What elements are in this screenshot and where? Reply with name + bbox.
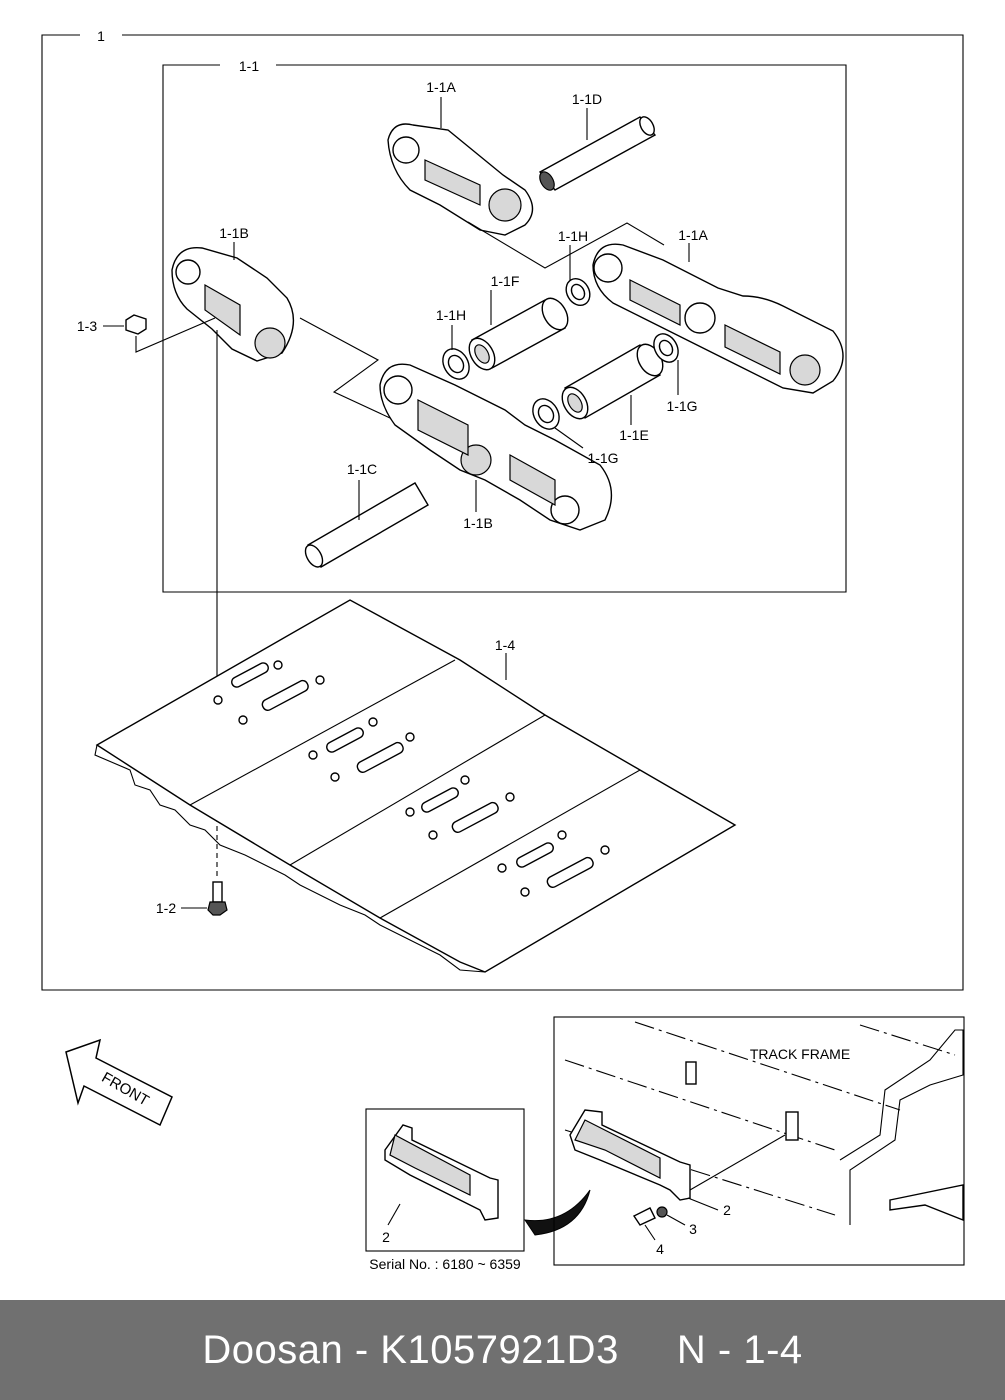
pin-1-1c: 1-1C [304, 461, 429, 568]
track-shoes-1-4: 1-4 [94, 599, 737, 973]
footer-separator: - [354, 1327, 369, 1372]
link-1-1b-left: 1-1B [171, 225, 295, 362]
footer-page: N - 1-4 [676, 1327, 803, 1372]
label-1-3: 1-3 [77, 318, 97, 334]
front-arrow-icon: FRONT [65, 1038, 173, 1127]
parts-diagram: 1 1-1 1-1A 1-1D 1-1A 1- [41, 28, 965, 1272]
label-1-4: 1-4 [495, 637, 515, 653]
label-1-1g-mid: 1-1G [587, 450, 618, 466]
label-washer: 3 [689, 1221, 697, 1237]
seal-1-1g-mid: 1-1G [532, 398, 619, 466]
track-frame-label: TRACK FRAME [750, 1046, 850, 1062]
seal-1-1h-top: 1-1H [558, 228, 591, 307]
label-1-1a-top: 1-1A [426, 79, 456, 95]
seal-1-1g-right: 1-1G [653, 333, 698, 414]
bushing-1-1e: 1-1E [561, 343, 664, 443]
track-frame-detail: TRACK FRAME 2 3 4 [553, 1016, 965, 1266]
label-1-1: 1-1 [239, 58, 259, 74]
label-1-1d: 1-1D [572, 91, 602, 107]
label-1-1h-left: 1-1H [436, 307, 466, 323]
label-1-1a-right: 1-1A [678, 227, 708, 243]
guard-inset-box: 2 Serial No. : 6180 ~ 6359 [365, 1108, 525, 1272]
serial-number: Serial No. : 6180 ~ 6359 [369, 1256, 521, 1272]
footer-part-number: K1057921D3 [380, 1327, 619, 1372]
footer-bar: Doosan - K1057921D3 N - 1-4 [0, 1300, 1005, 1400]
pin-1-1d: 1-1D [538, 91, 657, 191]
label-1-1e: 1-1E [619, 427, 649, 443]
track-link-frame: 1-1 [162, 58, 847, 593]
bolt-1-2: 1-2 [156, 881, 228, 916]
label-1-1b-left: 1-1B [219, 225, 249, 241]
seal-1-1h-left: 1-1H [436, 307, 470, 380]
nut-1-3: 1-3 [77, 314, 216, 353]
label-1-2: 1-2 [156, 900, 176, 916]
bushing-1-1f: 1-1F [468, 273, 569, 371]
leader-1-1b [299, 317, 391, 419]
footer-brand: Doosan [202, 1327, 344, 1372]
label-guard-bolt: 4 [656, 1241, 664, 1257]
label-1-1f: 1-1F [491, 273, 520, 289]
label-1-1g-right: 1-1G [666, 398, 697, 414]
link-1-1b-lower [379, 363, 613, 531]
label-1: 1 [97, 28, 105, 44]
label-1-1c: 1-1C [347, 461, 377, 477]
label-guard-inset: 2 [382, 1229, 390, 1245]
callout-arrow-icon [523, 1189, 591, 1236]
leader-1-1a [467, 221, 665, 269]
assembly-frame: 1 [41, 28, 964, 991]
link-1-1a-right: 1-1A [592, 227, 844, 394]
label-guard: 2 [723, 1202, 731, 1218]
label-1-1b-bottom: 1-1B [463, 515, 493, 531]
link-1-1a-top: 1-1A [387, 79, 534, 236]
label-1-1h-top: 1-1H [558, 228, 588, 244]
